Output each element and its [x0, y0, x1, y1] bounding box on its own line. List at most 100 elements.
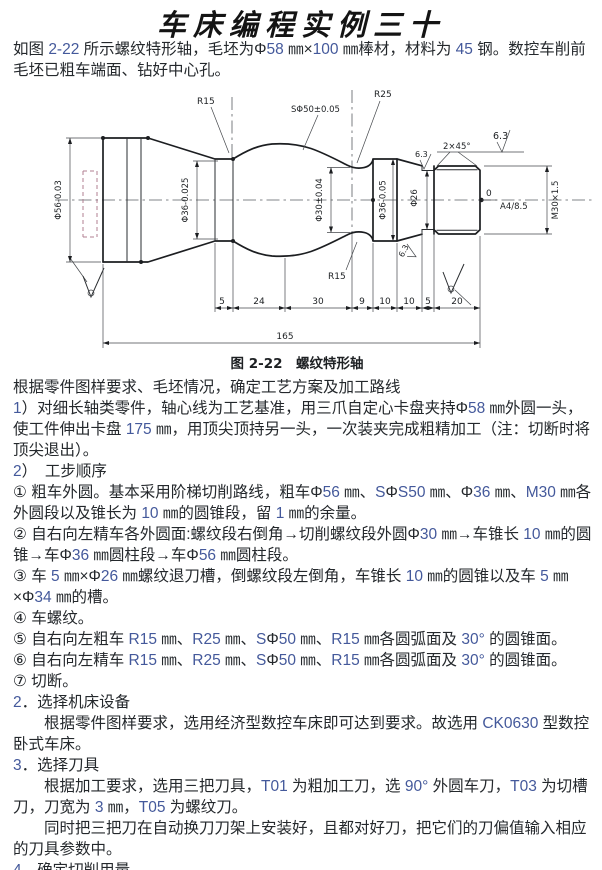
centerlines [55, 90, 592, 236]
text-run: 所示螺纹特形轴，毛坯为Φ [79, 41, 267, 58]
text-run: ㎜、 [295, 652, 332, 669]
text-run: 36 [473, 484, 491, 501]
dim-seg-3: 9 [359, 297, 365, 307]
text-run: ） 工步顺序 [21, 463, 107, 480]
label-r25: R25 [374, 90, 392, 100]
body-paragraph: 2．选择机床设备 [13, 692, 593, 713]
text-run: ⑤ 自右向左粗车 [13, 631, 129, 648]
text-run: S [256, 631, 267, 648]
text-run: 34 [34, 589, 52, 606]
text-run: T05 [138, 799, 166, 816]
text-run: ㎜、 [490, 484, 526, 501]
text-run: R15 [331, 652, 360, 669]
text-run: 30° [461, 652, 485, 669]
text-run: T03 [510, 778, 537, 795]
text-run: 1 [275, 505, 285, 522]
body-paragraph: 根据零件图样要求，选用经济型数控车床即可达到要求。故选用 CK0630 型数控卧… [13, 713, 593, 755]
text-run: 26 [100, 568, 119, 585]
text-run: CK0630 [482, 715, 539, 732]
dim-seg-4: 10 [379, 297, 391, 307]
roughness-cone: 6.3 [397, 243, 417, 259]
text-run: ㎜的槽。 [51, 589, 118, 606]
text-run: 为螺纹刀。 [165, 799, 248, 816]
chuck-hidden-lines [82, 170, 98, 238]
text-run: ③ 车 [13, 568, 52, 585]
text-run: ㎜， [103, 799, 139, 816]
text-run: 45 [455, 41, 473, 58]
body-paragraph: ③ 车 5 ㎜×Φ26 ㎜螺纹退刀槽，倒螺纹段左倒角，车锥长 10 ㎜的圆锥以及… [13, 566, 593, 608]
text-run: 钢。数控车削前毛坯已粗车端面、钻好中心孔。 [13, 41, 586, 79]
text-run: 2 [13, 463, 22, 480]
text-run: R25 [192, 631, 221, 648]
body-paragraph: ① 粗车外圆。基本采用阶梯切削路线，粗车Φ56 ㎜、SΦS50 ㎜、Φ36 ㎜、… [13, 482, 593, 524]
dim-d26: Φ26 [410, 189, 420, 207]
text-run: 根据零件图样要求、毛坯情况，确定工艺方案及加工路线 [13, 379, 401, 396]
text-run: 50 [278, 652, 296, 669]
dim-seg-7: 20 [451, 297, 463, 307]
text-run: 5 [51, 568, 60, 585]
page-title: 车床编程实例三十 [156, 8, 445, 42]
text-run: R15 [331, 631, 360, 648]
body-paragraph: 根据加工要求，选用三把刀具，T01 为粗加工刀，选 90° 外圆车刀，T03 为… [13, 776, 593, 818]
label-chamfer: 2×45° [443, 142, 471, 152]
body-paragraph: ⑥ 自右向左精车 R15 ㎜、R25 ㎜、SΦ50 ㎜、R15 ㎜各圆弧面及 3… [13, 650, 593, 671]
text-run: Φ [266, 652, 279, 669]
text-run: 同时把三把刀在自动换刀刀架上安装好，且都对好刀，把它们的刀偏值输入相应的刀具参数… [13, 820, 587, 858]
text-run: 58 [468, 400, 486, 417]
text-run: 的圆锥面。 [484, 631, 567, 648]
text-run: 36 [71, 547, 90, 564]
text-run: 90° [404, 778, 429, 795]
text-run: ㎜螺纹退刀槽，倒螺纹段左倒角，车锥长 [118, 568, 406, 585]
text-run: ㎜的圆锥→车Φ [13, 526, 592, 564]
text-run: 3 [94, 799, 104, 816]
body-text: 根据零件图样要求、毛坯情况，确定工艺方案及加工路线 1 ）对细长轴类零件，轴心线为工… [13, 377, 593, 870]
dim-d30: Φ30±0.04 [315, 178, 325, 222]
text-run: 根据加工要求，选用三把刀具， [44, 778, 262, 795]
text-run: 2-22 [48, 41, 80, 58]
body-paragraph: 4．确定切削用量 [13, 860, 593, 870]
text-run: ② 自右向左精车各外圆面:螺纹段右倒角→切削螺纹段外圆Φ [13, 526, 420, 543]
text-run: R15 [128, 631, 157, 648]
text-run: 型数控卧式车床。 [13, 715, 590, 753]
dim-d36b: Φ36-0.05 [379, 180, 389, 220]
text-run: 为切槽刀，刀宽为 [13, 778, 588, 816]
label-center-hole: A4/8.5 [500, 202, 528, 212]
text-run: ．确定切削用量 [22, 862, 131, 870]
dim-d56: Φ56-0.03 [54, 180, 64, 220]
text-run: ㎜×Φ [13, 568, 569, 606]
body-paragraph: 2） 工步顺序 [13, 461, 593, 482]
text-run: ㎜、 [156, 631, 193, 648]
text-run: ㎜× [283, 41, 313, 58]
text-run: ㎜、 [220, 652, 257, 669]
text-run: ㎜各外圆段以及锥长为 [13, 484, 592, 522]
text-run: ㎜×Φ [59, 568, 101, 585]
text-run: 为粗加工刀，选 [287, 778, 405, 795]
text-run: ⑥ 自右向左精车 [13, 652, 129, 669]
text-run: 2 [13, 694, 22, 711]
text-run: 56 [198, 547, 217, 564]
text-run: ㎜的余量。 [284, 505, 367, 522]
text-run: S [375, 484, 386, 501]
body-paragraph: ⑦ 切断。 [13, 671, 593, 692]
dim-seg-2: 30 [312, 297, 324, 307]
text-run: ㎜外圆一头，使工件伸出卡盘 [13, 400, 583, 438]
body-paragraph: ② 自右向左精车各外圆面:螺纹段右倒角→切削螺纹段外圆Φ30 ㎜→车锥长 10 … [13, 524, 593, 566]
text-run: ㎜、Φ [425, 484, 474, 501]
annotations: R15 SΦ50±0.05 R25 R15 6.3 2×45° 6.3 6.3 [69, 90, 528, 306]
text-run: ㎜、 [339, 484, 376, 501]
label-origin: 0 [486, 189, 492, 199]
text-run: ㎜圆柱段。 [216, 547, 298, 564]
text-run: ㎜各圆弧面及 [359, 652, 462, 669]
text-run: 30° [461, 631, 485, 648]
roughness-groove: 6.3 [415, 150, 428, 159]
roughness-right: 6.3 [493, 131, 508, 142]
diameter-dimensions: Φ56-0.03 Φ36-0.025 Φ30±0.04 Φ36-0.05 Φ26… [54, 137, 561, 263]
text-run: 3 [13, 757, 22, 774]
text-run: ⑦ 切断。 [13, 673, 78, 690]
text-run: Φ [385, 484, 398, 501]
text-run: 10 [523, 526, 541, 543]
text-run: 58 [266, 41, 284, 58]
text-run: ㎜、 [295, 631, 332, 648]
text-run: ）对细长轴类零件，轴心线为工艺基准，用三爪自定心卡盘夹持Φ [21, 400, 468, 417]
